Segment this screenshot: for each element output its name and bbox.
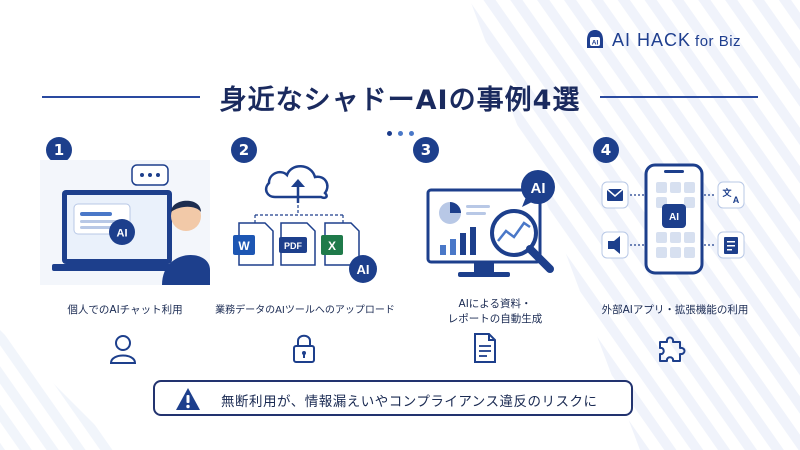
warning-text: 無断利用が、情報漏えいやコンプライアンス違反のリスクに	[221, 394, 598, 410]
brand-name-suffix: for Biz	[695, 32, 742, 50]
puzzle-icon	[659, 336, 686, 362]
illustration-3-badge: AI	[531, 180, 546, 197]
person-icon	[109, 335, 137, 364]
case-number-1: 1	[46, 137, 72, 163]
warning-icon	[176, 388, 200, 410]
brand-badge-text: AI	[592, 40, 599, 47]
document-icon	[474, 333, 496, 363]
title-line-left	[42, 96, 200, 98]
illustration-smartphone-apps: AI 文 A	[601, 163, 745, 275]
case-number-4: 4	[593, 137, 619, 163]
illustration-4-badge: AI	[669, 212, 679, 223]
case-3-label-line-1: AIによる資料・	[458, 298, 532, 310]
svg-text:文: 文	[721, 187, 732, 199]
illustration-1-badge: AI	[117, 228, 128, 240]
illustration-cloud-upload: W PDF X AI	[233, 165, 377, 283]
case-2-label: 業務データのAIツールへのアップロード	[215, 305, 395, 316]
dot	[386, 131, 392, 136]
lock-icon	[293, 334, 315, 363]
case-number-2: 2	[231, 137, 257, 163]
case-3-label-line-2: レポートの自動生成	[447, 313, 543, 325]
dot	[397, 131, 403, 136]
file-label-pdf: PDF	[284, 241, 303, 251]
case-1-label: 個人でのAIチャット利用	[67, 304, 183, 316]
title-row: 身近なシャドーAIの事例4選	[0, 78, 800, 118]
illustration-2-badge: AI	[357, 262, 370, 277]
svg-text:A: A	[733, 195, 740, 205]
case-4-label: 外部AIアプリ・拡張機能の利用	[601, 304, 749, 316]
title-line-right	[600, 96, 758, 98]
brand-name-main: AI HACK	[612, 29, 692, 50]
brand-robot-icon: AI	[587, 30, 603, 48]
file-label-excel: X	[328, 239, 336, 253]
illustration-laptop-chat: AI	[40, 160, 210, 285]
warning-banner: 無断利用が、情報漏えいやコンプライアンス違反のリスクに	[153, 380, 633, 416]
dot	[408, 131, 414, 136]
case-number-3: 3	[413, 137, 439, 163]
page-title: 身近なシャドーAIの事例4選	[219, 85, 581, 116]
illustration-monitor-report: AI	[426, 170, 555, 277]
file-label-word: W	[238, 239, 250, 253]
case-3-label: AIによる資料・ レポートの自動生成	[410, 297, 580, 327]
title-dots	[0, 121, 800, 140]
